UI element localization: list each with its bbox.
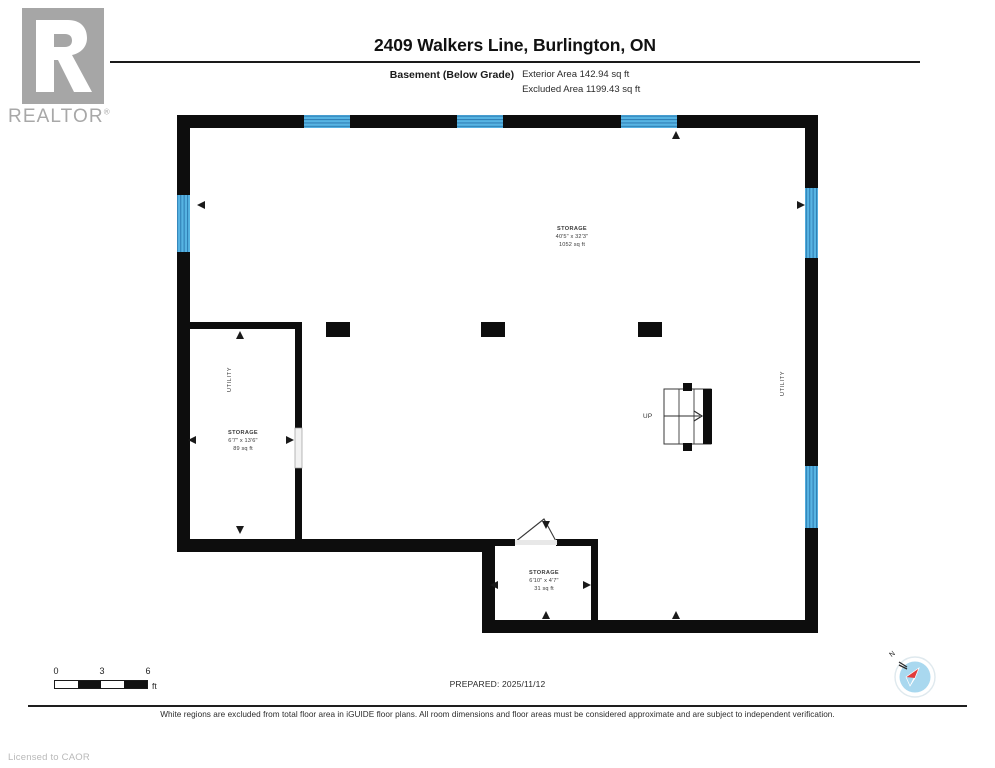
scale-tick-6: 6 — [145, 666, 151, 676]
structural-post-1 — [326, 322, 350, 337]
window-top-3 — [621, 115, 677, 128]
realtor-r-icon — [22, 8, 104, 104]
exterior-walls — [177, 115, 818, 633]
room-area: 1052 sq ft — [558, 241, 586, 248]
licensed-to-text: Licensed to CAOR — [8, 752, 90, 763]
dimension-markers — [188, 131, 805, 619]
subheader: Basement (Below Grade) Exterior Area 142… — [110, 68, 920, 97]
scale-unit-label: ft — [152, 681, 157, 691]
utility-label-left: UTILITY — [227, 366, 233, 392]
exterior-area-text: Exterior Area 142.94 sq ft — [522, 69, 630, 80]
stairs-up-label: UP — [643, 413, 653, 420]
window-top-1 — [304, 115, 350, 128]
room-name: STORAGE — [556, 226, 588, 232]
scale-segment-2 — [78, 681, 101, 688]
window-top-2 — [457, 115, 503, 128]
excluded-area-text: Excluded Area 1199.43 sq ft — [522, 83, 641, 95]
scale-tick-0: 0 — [53, 666, 59, 676]
compass-rose-icon — [894, 656, 936, 698]
utility-label-right: UTILITY — [780, 370, 786, 396]
scale-tick-3: 3 — [99, 666, 105, 676]
floor-level-label: Basement (Below Grade) — [389, 69, 515, 81]
staircase — [663, 383, 712, 451]
scale-bar — [54, 680, 148, 689]
room-dimensions: 40'5" x 32'3" — [555, 233, 589, 240]
prepared-date: PREPARED: 2025/11/12 — [449, 679, 546, 689]
room-dimensions: 6'10" x 4'7" — [529, 577, 559, 584]
area-summary: Exterior Area 142.94 sq ft Excluded Area… — [522, 68, 640, 97]
disclaimer-divider — [28, 705, 967, 707]
structural-post-3 — [638, 322, 662, 337]
scale-segment-1 — [55, 681, 78, 688]
window-right-1 — [805, 188, 818, 258]
window-right-2 — [805, 466, 818, 528]
scale-segment-4 — [124, 681, 147, 688]
room-area: 31 sq ft — [534, 585, 554, 592]
room-area: 89 sq ft — [233, 445, 253, 452]
realtor-logo-mark — [22, 8, 104, 104]
room-label-storage-bottom: STORAGE 6'10" x 4'7" 31 sq ft — [529, 570, 559, 594]
title-divider — [110, 61, 920, 63]
structural-post-2 — [481, 322, 505, 337]
room-name: STORAGE — [227, 430, 259, 436]
room-name: STORAGE — [528, 570, 560, 576]
floor-fill — [189, 127, 806, 618]
realtor-logo: REALTOR® — [8, 8, 116, 130]
room-label-storage-left: STORAGE 6'7" x 13'6" 89 sq ft — [228, 430, 258, 454]
room-label-storage-main: STORAGE 40'5" x 32'3" 1052 sq ft — [556, 226, 589, 250]
registered-mark-icon: ® — [103, 107, 110, 117]
realtor-wordmark: REALTOR® — [8, 106, 110, 127]
room-dimensions: 6'7" x 13'6" — [228, 437, 258, 444]
window-left-1 — [177, 195, 190, 252]
page-title: 2409 Walkers Line, Burlington, ON — [374, 35, 656, 55]
scale-segment-3 — [101, 681, 124, 688]
disclaimer-text: White regions are excluded from total fl… — [160, 710, 835, 719]
